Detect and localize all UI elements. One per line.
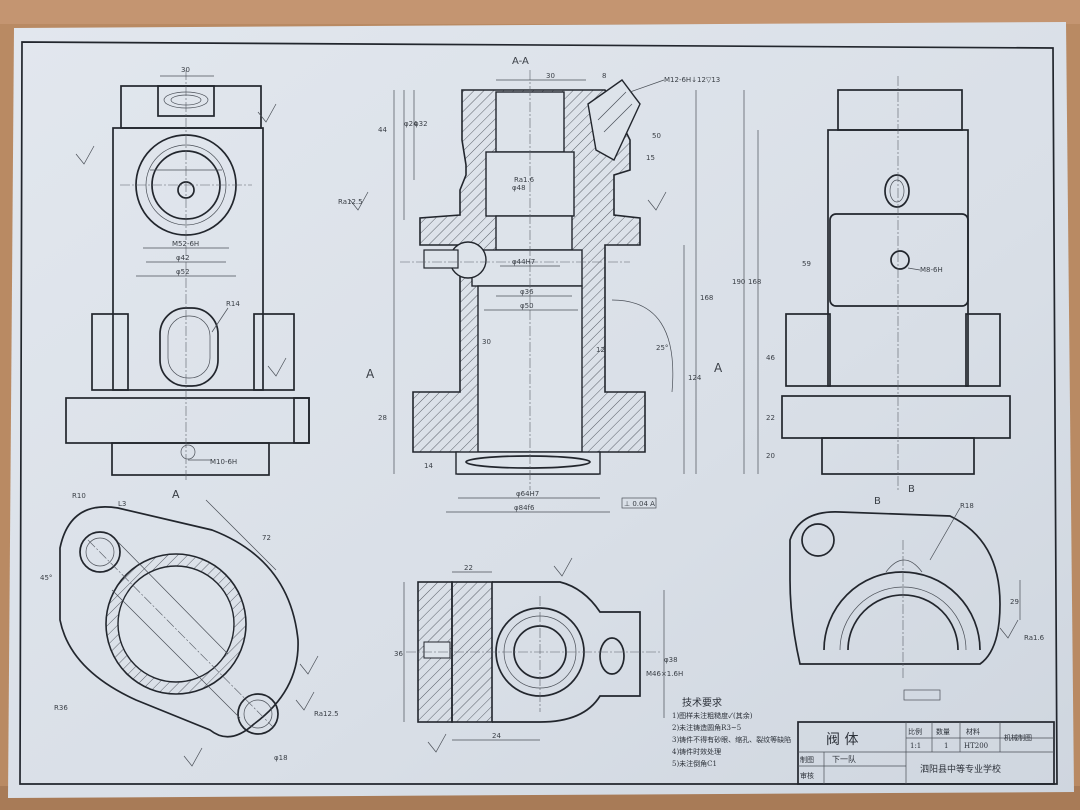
front-view: 30 M52-6H φ42 φ52 R14 M10-6H <box>65 66 310 480</box>
section-arrow-left: A <box>366 367 375 381</box>
dim-168: 168 <box>700 294 713 302</box>
dim-aux-phi: φ18 <box>274 754 288 762</box>
note-line-5: 5)未注倒角C1 <box>672 759 717 768</box>
qty-head: 数量 <box>936 727 950 736</box>
dim-m52: M52-6H <box>172 240 199 248</box>
dim-r36: R36 <box>54 704 68 712</box>
dim-72: 72 <box>262 534 271 542</box>
dim-bot-24: 24 <box>492 732 501 740</box>
dim-phi32: φ32 <box>414 120 428 128</box>
dim-20: 20 <box>766 452 775 460</box>
dim-59: 59 <box>802 260 811 268</box>
dim-r14: R14 <box>226 300 240 308</box>
dim-r168: 168 <box>748 278 761 286</box>
technical-notes: 技术要求 1)图样未注粗糙度✓(其余) 2)未注铸造圆角R3~5 3)铸件不得有… <box>672 696 791 768</box>
dim-m10: M10-6H <box>210 458 237 466</box>
dim-sec-30: 30 <box>546 72 555 80</box>
flatness-callout: ⊥ 0.04 A <box>624 500 655 508</box>
dim-phi64h7: φ64H7 <box>516 490 539 498</box>
dim-45deg: 45° <box>40 574 52 582</box>
part-name: 阀 体 <box>826 732 858 748</box>
aux-view-label: A <box>172 488 180 501</box>
section-label: A-A <box>512 56 529 67</box>
dim-phi84f6: φ84f6 <box>514 504 535 512</box>
aux-view-a: A 72 R10 L3 45° R36 Ra12.5 φ18 <box>40 488 339 767</box>
dim-phi44h7: φ44H7 <box>512 258 535 266</box>
dim-m12: M12-6H↓12▽13 <box>664 76 720 84</box>
dim-30-top: 30 <box>181 66 190 74</box>
drawing-border <box>19 41 1058 785</box>
note-line-4: 4)铸件时效处理 <box>672 747 721 756</box>
top-view: 22 36 M46×1.6H φ38 24 <box>394 557 683 753</box>
dim-l3: L3 <box>118 500 126 508</box>
check-label: 审核 <box>800 771 814 780</box>
dim-ra16: Ra1.6 <box>514 176 535 184</box>
dim-44: 44 <box>378 126 387 134</box>
dim-14: 14 <box>424 462 433 470</box>
section-arrow-right: A <box>714 361 723 375</box>
dim-b-29: 29 <box>1010 598 1019 606</box>
dim-phi38: φ38 <box>664 656 678 664</box>
material-head: 材料 <box>966 727 980 736</box>
dim-bot-22: 22 <box>464 564 473 572</box>
dim-50: 50 <box>652 132 661 140</box>
ratio-value: 1:1 <box>910 742 921 750</box>
dim-15: 15 <box>646 154 655 162</box>
dim-b-r18: R18 <box>960 502 974 510</box>
dim-m8: M8-6H <box>920 266 943 274</box>
dim-124: 124 <box>688 374 702 382</box>
dim-phi50: φ50 <box>520 302 534 310</box>
note-line-3: 3)铸件不得有砂眼、缩孔、裂纹等缺陷 <box>672 735 791 744</box>
dim-ra125: Ra12.5 <box>338 198 363 206</box>
ratio-head: 比例 <box>908 727 922 736</box>
view-b: B R18 29 Ra1.6 <box>789 496 1045 701</box>
dim-sec-8: 8 <box>602 72 606 80</box>
school-name: 泗阳县中等专业学校 <box>920 763 1001 775</box>
dim-phi48: φ48 <box>512 184 526 192</box>
dim-r10: R10 <box>72 492 86 500</box>
dim-28: 28 <box>378 414 387 422</box>
drawing-number: 机械制图 <box>1004 733 1032 742</box>
dim-aux-ra125: Ra12.5 <box>314 710 339 718</box>
notes-heading: 技术要求 <box>682 696 722 709</box>
material-value: HT200 <box>964 742 988 750</box>
dim-bot-36: 36 <box>394 650 403 658</box>
section-view: A-A 44 φ24 φ32 28 Ra12.5 30 8 M12 <box>338 56 723 513</box>
dim-12: 12 <box>596 346 605 354</box>
dim-b-ra16: Ra1.6 <box>1024 634 1045 642</box>
side-view: 190 168 46 22 20 59 M8-6H B <box>732 76 1011 495</box>
dim-46: 46 <box>766 354 775 362</box>
dim-phi42: φ42 <box>176 254 190 262</box>
dim-22: 22 <box>766 414 775 422</box>
qty-value: 1 <box>944 742 948 750</box>
title-block: 阀 体 比例 数量 材料 1:1 1 HT200 机械制图 制图 下一队 审核 … <box>797 721 1055 785</box>
dim-sec-30b: 30 <box>482 338 491 346</box>
dim-phi36: φ36 <box>520 288 534 296</box>
dim-190: 190 <box>732 278 745 286</box>
dim-phi52: φ52 <box>176 268 190 276</box>
view-b-arrow: B <box>908 484 915 495</box>
view-b-label: B <box>874 496 881 507</box>
drawn-by: 下一队 <box>832 754 856 764</box>
drawn-label: 制图 <box>800 755 814 764</box>
note-line-2: 2)未注铸造圆角R3~5 <box>672 723 741 732</box>
dim-phi24: φ24 <box>404 120 418 128</box>
dim-m46: M46×1.6H <box>646 670 683 678</box>
dim-25deg: 25° <box>656 344 668 352</box>
note-line-1: 1)图样未注粗糙度✓(其余) <box>672 711 753 720</box>
